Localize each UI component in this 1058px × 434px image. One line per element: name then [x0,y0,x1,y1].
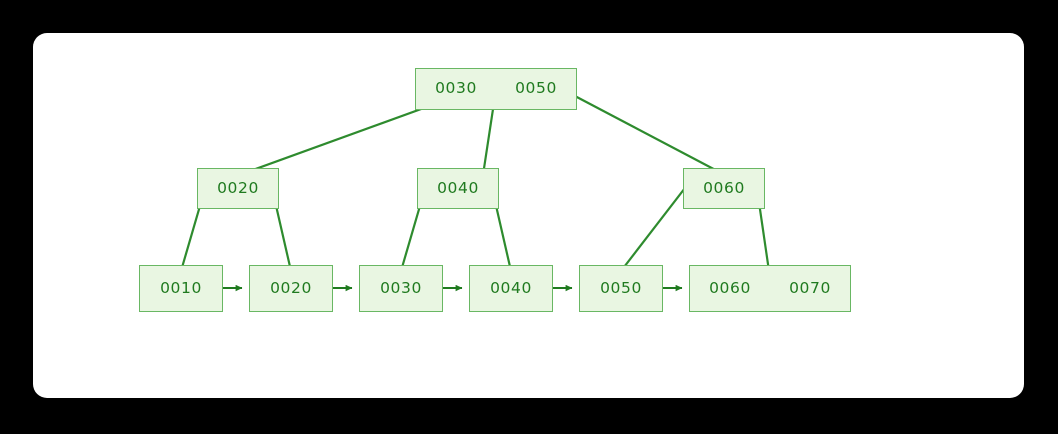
leaf-node-0030[interactable]: 0030 [359,265,443,312]
leaf-link-layer [223,284,683,292]
node-key: 0070 [789,278,831,297]
node-key: 0020 [270,278,312,297]
node-key: 0030 [380,278,422,297]
leaf-node-0010[interactable]: 0010 [139,265,223,312]
leaf-node-0050[interactable]: 0050 [579,265,663,312]
node-key: 0060 [709,278,751,297]
diagram-card: 0030 0050 0020 0040 0060 0010 0020 0030 0040 0050… [33,33,1024,398]
leaf-node-0040[interactable]: 0040 [469,265,553,312]
root-node[interactable]: 0030 0050 [415,68,577,110]
node-key: 0010 [160,278,202,297]
node-key: 0040 [490,278,532,297]
leaf-node-0060-0070[interactable]: 0060 0070 [689,265,851,312]
internal-node-0060[interactable]: 0060 [683,168,765,209]
node-key: 0030 [435,79,477,98]
node-key: 0050 [600,278,642,297]
node-key: 0020 [217,178,259,197]
node-key: 0040 [437,178,479,197]
node-key: 0060 [703,178,745,197]
edge-root-to-0060 [572,94,726,176]
internal-node-0020[interactable]: 0020 [197,168,279,209]
internal-node-0040[interactable]: 0040 [417,168,499,209]
leaf-node-0020[interactable]: 0020 [249,265,333,312]
b-plus-tree-diagram: 0030 0050 0020 0040 0060 0010 0020 0030 0040 0050… [33,33,1024,398]
edge-0060-to-0050 [620,174,696,272]
node-key: 0050 [515,79,557,98]
